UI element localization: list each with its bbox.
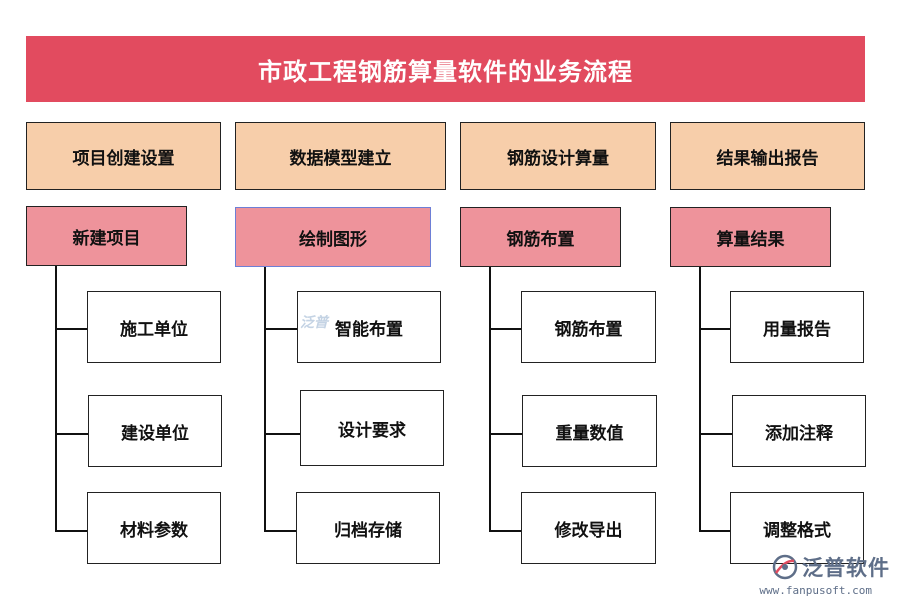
connector-branch [489, 328, 522, 330]
leaf-box: 修改导出 [521, 492, 656, 564]
connector-branch [55, 328, 88, 330]
watermark-logo-mark: 泛普 [300, 315, 328, 331]
leaf-box: 添加注释 [732, 395, 866, 467]
connector-branch [264, 328, 298, 330]
leaf-box: 智能布置 [297, 291, 441, 363]
leaf-box: 归档存储 [296, 492, 440, 564]
connector-branch [489, 433, 523, 435]
watermark-url: www.fanpusoft.com [759, 584, 872, 597]
diagram-title: 市政工程钢筋算量软件的业务流程 [26, 36, 865, 102]
watermark-brand: 泛普软件 [772, 552, 890, 582]
phase-box-1: 项目创建设置 [26, 122, 221, 190]
connector-branch [699, 530, 731, 532]
sub-box-3: 钢筋布置 [460, 207, 621, 267]
connector-trunk-2 [264, 267, 266, 532]
leaf-box: 钢筋布置 [521, 291, 656, 363]
leaf-box: 设计要求 [300, 390, 444, 466]
connector-trunk-4 [699, 267, 701, 532]
phase-box-4: 结果输出报告 [670, 122, 865, 190]
connector-trunk-3 [489, 267, 491, 532]
sub-box-2: 绘制图形 [235, 207, 431, 267]
connector-branch [55, 433, 89, 435]
connector-trunk-1 [55, 266, 57, 532]
leaf-box: 用量报告 [730, 291, 864, 363]
connector-branch [264, 433, 301, 435]
leaf-box: 材料参数 [87, 492, 221, 564]
connector-branch [699, 433, 732, 435]
connector-branch [489, 530, 522, 532]
connector-branch [699, 328, 731, 330]
sub-box-1: 新建项目 [26, 206, 187, 266]
leaf-box: 重量数值 [522, 395, 657, 467]
connector-branch [264, 530, 297, 532]
connector-branch [55, 530, 88, 532]
brand-logo-icon [772, 554, 798, 580]
leaf-box: 调整格式 [730, 492, 864, 564]
phase-box-2: 数据模型建立 [235, 122, 446, 190]
leaf-box: 建设单位 [88, 395, 222, 467]
sub-box-4: 算量结果 [670, 207, 831, 267]
phase-box-3: 钢筋设计算量 [460, 122, 656, 190]
watermark-brand-name: 泛普软件 [802, 556, 890, 580]
leaf-box: 施工单位 [87, 291, 221, 363]
